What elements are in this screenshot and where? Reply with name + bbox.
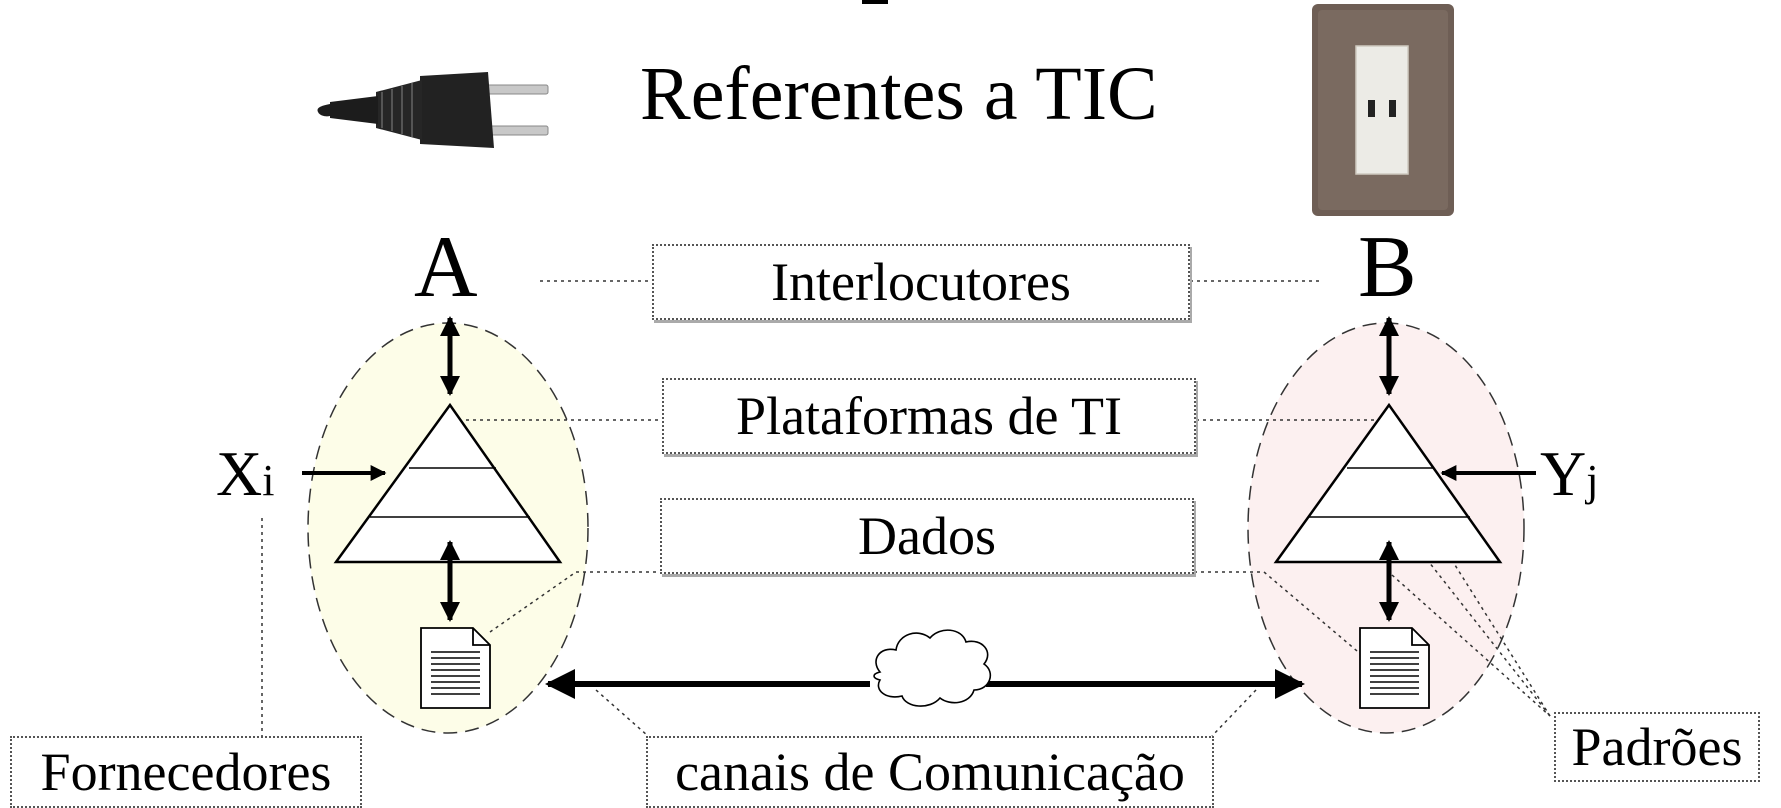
- box-dados: Dados: [660, 498, 1194, 574]
- top-decoration: [862, 0, 888, 4]
- vertical-arrows: [440, 316, 1399, 622]
- box-fornecedores: Fornecedores: [10, 736, 362, 808]
- input-x-sub: i: [262, 456, 275, 505]
- input-y-sub: j: [1586, 456, 1599, 505]
- input-y-main: Y: [1540, 438, 1587, 509]
- input-y-label: Yj: [1540, 442, 1598, 506]
- input-x-main: X: [216, 438, 263, 509]
- letter-a: A: [414, 219, 478, 316]
- input-x-label: Xi: [216, 442, 274, 506]
- box-plataformas: Plataformas de TI: [662, 378, 1196, 454]
- letter-b: B: [1358, 219, 1417, 316]
- right-document-icon: [1359, 627, 1430, 709]
- box-interlocutores: Interlocutores: [652, 244, 1190, 320]
- left-document-icon: [420, 627, 491, 709]
- page-title: Referentes a TIC: [640, 52, 1158, 136]
- cloud-icon: [873, 629, 992, 707]
- socket-icon: [1312, 4, 1454, 216]
- box-canais-comunicacao: canais de Comunicação: [646, 736, 1214, 808]
- plug-icon: [317, 72, 549, 148]
- box-padroes: Padrões: [1554, 712, 1760, 782]
